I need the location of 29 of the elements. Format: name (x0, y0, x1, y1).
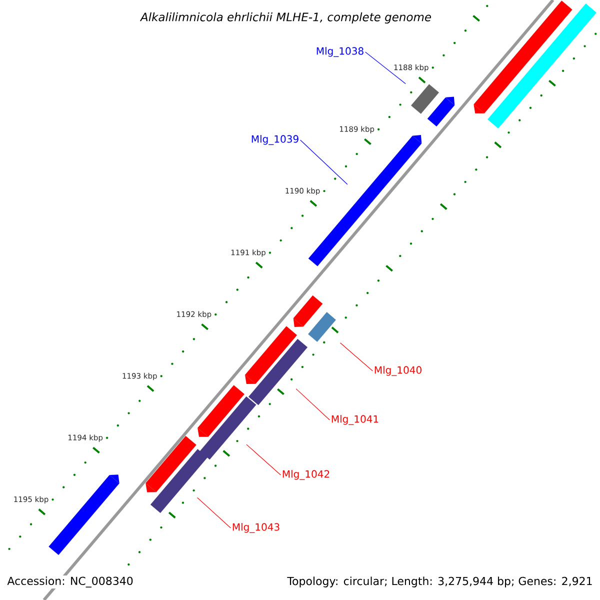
leader-line (246, 444, 281, 476)
leader-line (340, 342, 373, 372)
gene-feature (146, 436, 196, 492)
gene-feature (308, 135, 422, 266)
gene-feature (488, 4, 596, 128)
gene-label: Mlg_1039 (252, 135, 298, 145)
gene-feature (308, 312, 336, 342)
gene-feature (244, 326, 298, 384)
gene-feature (248, 338, 308, 406)
genome-info-text: Topology: circular; Length: 3,275,944 bp; Genes: 2,921 (286, 576, 594, 588)
gene-label: Mlg_1042 (282, 470, 330, 480)
gene-feature (198, 385, 244, 437)
accession-text: Accession: NC_008340 (6, 576, 134, 588)
leader-line (196, 497, 231, 528)
title: Alkalilimnicola ehrlichii MLHE-1, complete genome (140, 11, 432, 25)
gene-feature (427, 96, 455, 127)
gene-feature (200, 396, 256, 460)
gene-label: Mlg_1043 (232, 523, 280, 533)
gene-feature (48, 474, 120, 556)
gene-label: Mlg_1040 (374, 366, 422, 376)
leader-line (296, 388, 330, 420)
gene-feature (150, 448, 208, 514)
gene-feature (411, 84, 440, 114)
gene-feature (474, 0, 572, 114)
gene-label: Mlg_1041 (332, 415, 378, 425)
gene-feature (293, 295, 323, 328)
leader-line (365, 52, 406, 84)
leader-line (300, 140, 348, 185)
gene-label: Mlg_1038 (316, 47, 364, 57)
